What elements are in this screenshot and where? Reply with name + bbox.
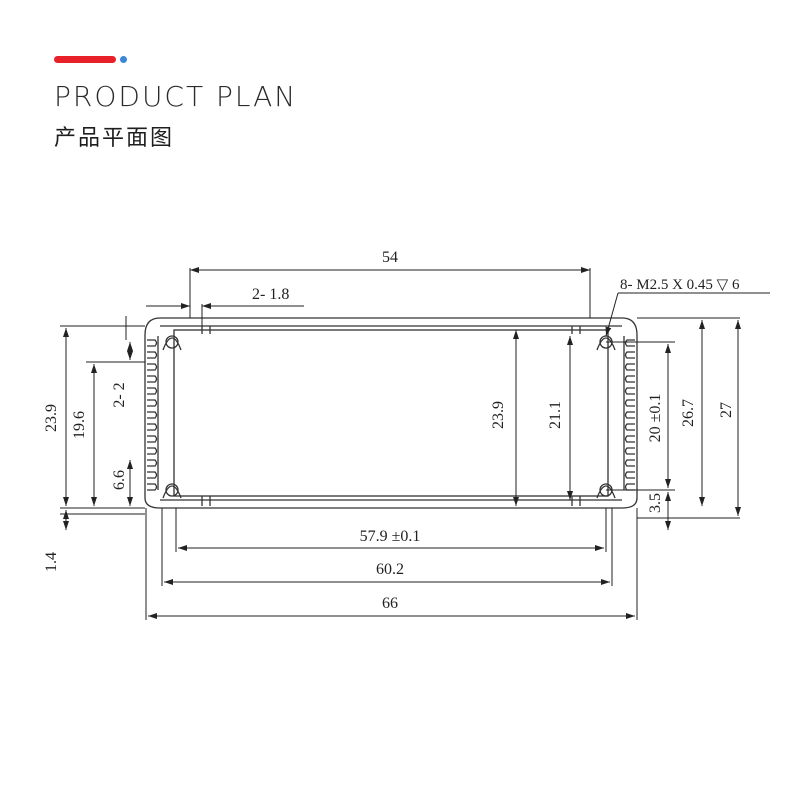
accent-bar-red (54, 56, 116, 63)
dimension-lines (60, 267, 770, 620)
page-subtitle: 产品平面图 (54, 126, 175, 151)
screw-boss-3 (596, 337, 616, 351)
screw-boss-4 (596, 485, 616, 499)
dim-right-height-1: 26.7 (680, 399, 697, 427)
dim-top-width: 54 (382, 249, 398, 266)
screw-hole-1 (165, 335, 179, 349)
dim-slot-width: 2- 1.8 (252, 286, 289, 303)
screw-boss-1 (162, 337, 182, 351)
outer-outline (144, 317, 638, 509)
dim-bottom-offset: 6.6 (111, 470, 128, 490)
dim-left-height: 23.9 (43, 404, 60, 432)
right-fins (624, 339, 635, 491)
dim-inner-height: 21.1 (547, 401, 564, 429)
page-title: PRODUCT PLAN (54, 80, 298, 113)
dim-fin-pitch: 2- 2 (111, 382, 128, 407)
left-fins (147, 339, 158, 491)
dim-left-inner-height: 19.6 (71, 411, 88, 439)
dim-center-height: 23.9 (490, 401, 507, 429)
leader-thread (605, 292, 619, 337)
accent-dot-blue (120, 56, 127, 63)
dim-base-thickness: 1.4 (43, 552, 60, 572)
dim-inner-width: 57.9 ±0.1 (360, 528, 421, 545)
screw-boss-2 (162, 485, 182, 499)
enclosure-profile (144, 317, 638, 509)
dim-bottom-gap: 3.5 (647, 493, 664, 513)
dim-hole-spacing: 20 ±0.1 (647, 394, 664, 443)
dim-right-height-2: 27 (718, 402, 735, 418)
inner-cavity (173, 329, 609, 497)
dim-thread-note: 8- M2.5 X 0.45 ▽ 6 (620, 277, 740, 293)
screw-hole-2 (165, 483, 179, 497)
dim-mid-width: 60.2 (376, 561, 404, 578)
dim-overall-width: 66 (382, 595, 398, 612)
